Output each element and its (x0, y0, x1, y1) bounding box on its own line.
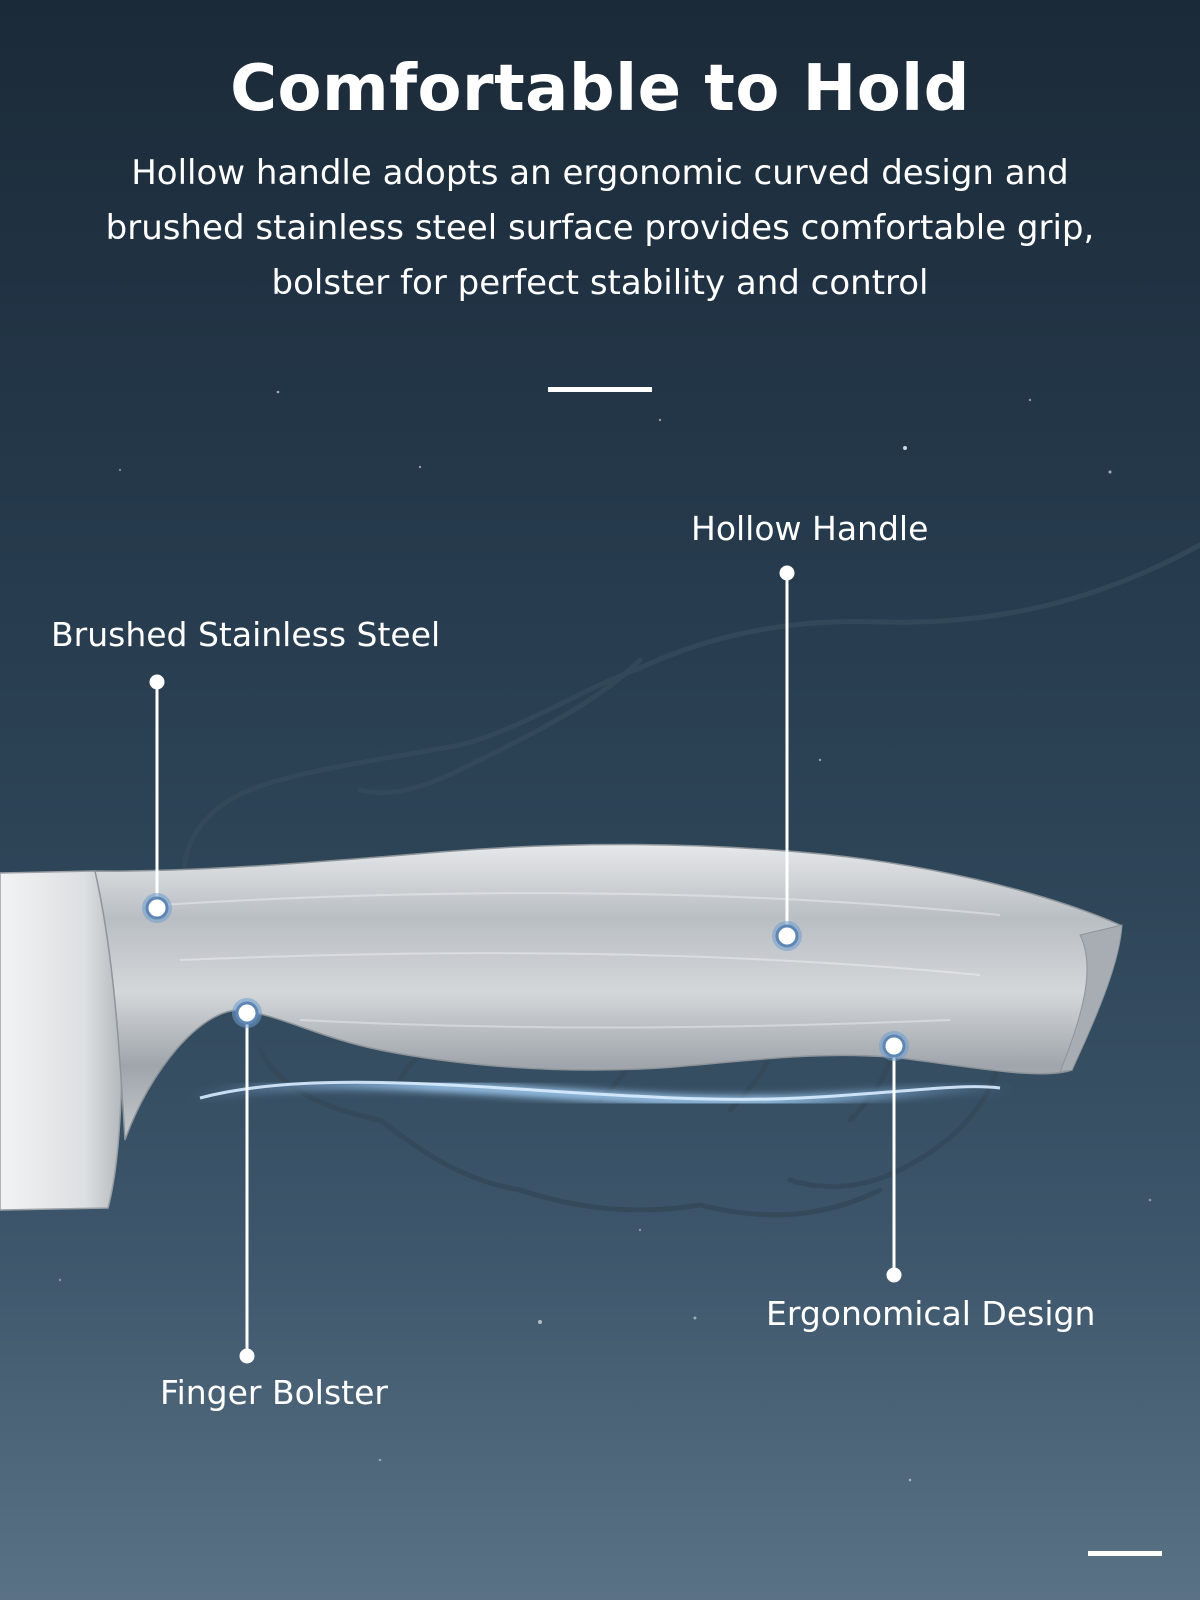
feature-description: Hollow handle adopts an ergonomic curved… (105, 153, 1095, 303)
callout-hollow-handle: Hollow Handle (691, 509, 929, 548)
knife-handle (94, 843, 1121, 1141)
callout-brushed-steel: Brushed Stainless Steel (51, 615, 441, 654)
callout-pointers (149, 565, 902, 1364)
brushed-texture (159, 892, 1001, 1029)
callout-anchor-dots (142, 893, 909, 1061)
page-title: Comfortable to Hold (230, 52, 970, 126)
callout-finger-bolster: Finger Bolster (160, 1373, 388, 1412)
title-divider (548, 387, 652, 392)
star-field (58, 390, 1152, 1482)
callout-ergonomic-design: Ergonomical Design (766, 1294, 1096, 1333)
knife-blade (0, 870, 123, 1211)
bottom-divider (1088, 1551, 1162, 1556)
handle-end-cap (1059, 924, 1123, 1073)
glow-line (188, 1079, 1011, 1107)
